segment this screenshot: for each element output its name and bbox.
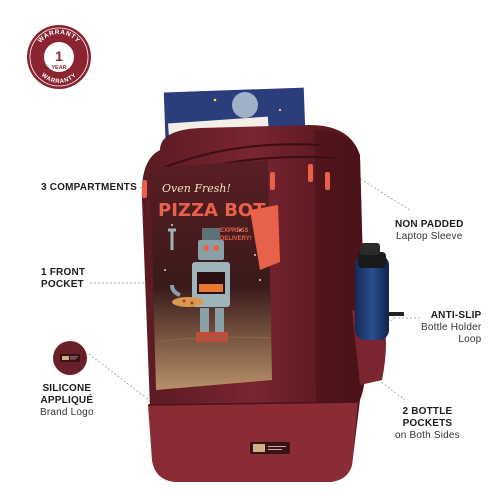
callout-compartments: 3 COMPARTMENTS xyxy=(41,182,137,194)
print-line-4: DELIVERY! xyxy=(220,236,252,242)
callout-anti-slip-sub-2: Loop xyxy=(458,334,482,345)
callout-compartments-title: 3 COMPARTMENTS xyxy=(41,182,137,193)
print-line-1: Oven Fresh! xyxy=(162,182,231,195)
applique-closeup-icon xyxy=(53,341,87,375)
callout-silicone-title-2: APPLIQUÉ xyxy=(40,395,94,406)
print-line-2: PIZZA BOT xyxy=(158,200,266,221)
callout-non-padded-title: NON PADDED xyxy=(395,219,464,230)
callout-anti-slip-sub-1: Bottle Holder xyxy=(421,322,482,333)
callout-non-padded: NON PADDED Laptop Sleeve xyxy=(395,219,463,243)
callout-silicone-title-1: SILICONE xyxy=(42,383,92,394)
callout-front-pocket-title-1: 1 FRONT xyxy=(41,267,86,278)
callout-front-pocket: 1 FRONT POCKET xyxy=(41,267,85,291)
backpack-product-image: Oven Fresh! PIZZA BOT EXPRESS DELIVERY! xyxy=(141,87,404,482)
callout-anti-slip-title: ANTI-SLIP xyxy=(430,310,482,321)
callout-non-padded-sub: Laptop Sleeve xyxy=(395,231,463,242)
callout-bottle-pockets: 2 BOTTLE POCKETS on Both Sides xyxy=(395,406,460,442)
warranty-badge: WARRANTY WARRANTY 1 YEAR xyxy=(26,24,92,90)
warranty-seal-icon: WARRANTY WARRANTY 1 YEAR xyxy=(27,25,91,89)
callout-anti-slip: ANTI-SLIP Bottle Holder Loop xyxy=(421,310,481,346)
callout-silicone-sub: Brand Logo xyxy=(40,407,94,418)
callout-bottle-pockets-title-1: 2 BOTTLE xyxy=(402,406,453,417)
callout-bottle-pockets-title-2: POCKETS xyxy=(402,418,453,429)
print-line-3: EXPRESS xyxy=(220,228,248,234)
badge-unit: YEAR xyxy=(51,65,66,71)
callout-bottle-pockets-sub: on Both Sides xyxy=(395,430,460,441)
callout-silicone: SILICONE APPLIQUÉ Brand Logo xyxy=(40,383,94,419)
badge-number: 1 xyxy=(55,48,63,64)
callout-front-pocket-title-2: POCKET xyxy=(41,279,84,290)
